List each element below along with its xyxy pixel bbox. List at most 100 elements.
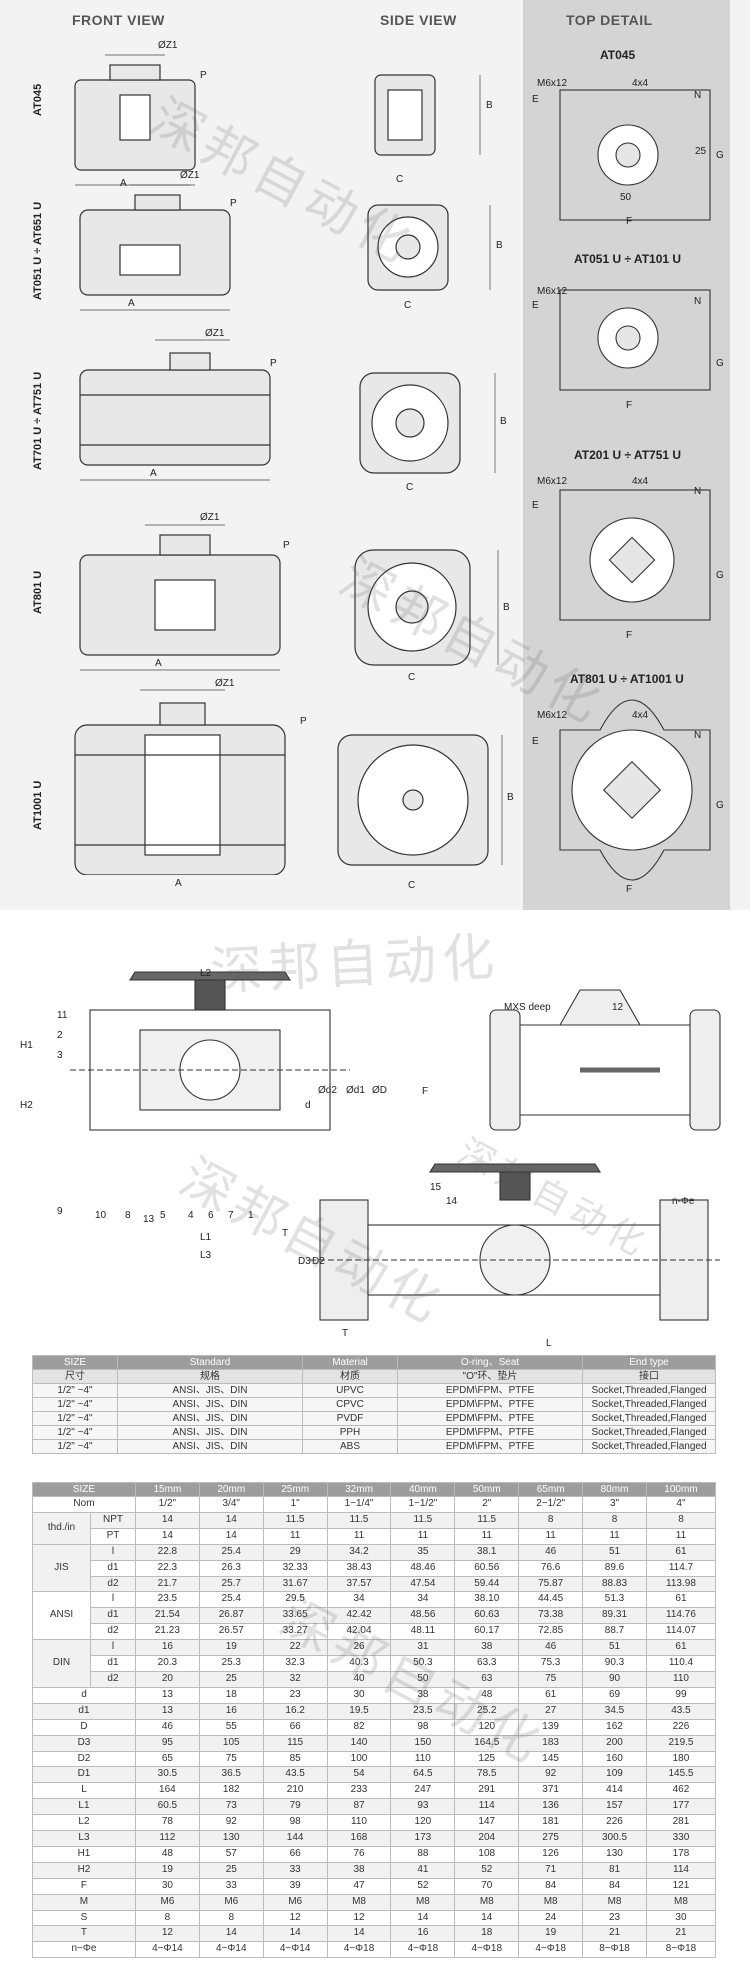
table-cell: 300.5	[582, 1830, 647, 1847]
table-cell: 110	[390, 1750, 456, 1768]
table-cell: 26.87	[198, 1607, 264, 1625]
table-cell: 23.5	[134, 1591, 200, 1609]
table-cell: PPH	[302, 1425, 398, 1440]
callout: 3	[57, 1050, 63, 1061]
table-cell: 73	[198, 1798, 264, 1816]
row-label: L	[32, 1782, 136, 1800]
dim-label: C	[406, 482, 414, 493]
row-label: L1	[32, 1798, 136, 1816]
dim-label: ØZ1	[158, 40, 178, 51]
table-cell: 43.5	[262, 1766, 328, 1784]
col-header: 100mm	[645, 1482, 717, 1497]
table-cell: 177	[645, 1798, 717, 1816]
table-cell: 20.3	[134, 1655, 200, 1672]
col-header: 25mm	[262, 1482, 328, 1497]
table-cell: 4−Φ18	[518, 1941, 584, 1959]
row-group-label: DIN	[32, 1639, 91, 1688]
table-cell: 210	[262, 1782, 328, 1800]
dim-label: E	[532, 500, 539, 511]
table-cell: 88	[390, 1845, 456, 1863]
valve-drawing-sheet: 11 2 3 9 10 8 13 5 4 6 7 1 12 15 14 H1 H…	[0, 910, 750, 1350]
dim-label: ØZ1	[180, 170, 200, 181]
table-cell: 144	[262, 1830, 328, 1847]
table-cell: 98	[262, 1814, 328, 1832]
dim-label: E	[532, 300, 539, 311]
table-cell: 11	[645, 1527, 717, 1545]
dim-label: n-Φe	[672, 1196, 695, 1207]
dim-label: E	[532, 736, 539, 747]
table-cell: 114.07	[645, 1623, 717, 1641]
detail-title: AT051 U ÷ AT101 U	[574, 252, 682, 266]
table-cell: 76.6	[518, 1559, 584, 1577]
dim-label: C	[396, 174, 404, 185]
table-cell: 145.5	[645, 1766, 717, 1784]
table-cell: 18	[198, 1686, 264, 1704]
table-cell: 51	[582, 1543, 647, 1561]
table-cell: 1/2" ~4"	[32, 1411, 118, 1426]
table-cell: 204	[454, 1830, 520, 1847]
table-cell: 180	[645, 1750, 717, 1768]
table-cell: 1/2"	[134, 1496, 200, 1513]
table-cell: 75.87	[518, 1575, 584, 1593]
dim-label: P	[230, 198, 237, 209]
table-cell: 29	[262, 1543, 328, 1561]
table-cell: 162	[582, 1718, 647, 1736]
table-cell: 113.98	[645, 1575, 717, 1593]
table-cell: 84	[518, 1877, 584, 1895]
table-cell: 66	[262, 1718, 328, 1736]
table-cell: 275	[518, 1830, 584, 1847]
table-cell: 38.1	[454, 1543, 520, 1561]
table-cell: M8	[390, 1893, 456, 1911]
dim-label: d	[305, 1100, 311, 1111]
table-cell: 200	[582, 1734, 647, 1752]
table-cell: 462	[645, 1782, 717, 1800]
col-header: O-ring、Seat	[397, 1355, 583, 1370]
table-cell: 19	[198, 1639, 264, 1657]
table-cell: 8	[518, 1511, 584, 1529]
dim-label: A	[175, 878, 182, 889]
callout: 6	[208, 1210, 214, 1221]
watermark: 深邦自动化	[208, 927, 502, 1003]
top-detail-header: TOP DETAIL	[566, 12, 653, 28]
table-cell: 65	[134, 1750, 200, 1768]
table-cell: 33	[198, 1877, 264, 1895]
dim-label: 4x4	[632, 78, 649, 89]
table-cell: 40	[326, 1670, 392, 1688]
table-cell: M6	[198, 1893, 264, 1911]
table-cell: 4−Φ14	[262, 1941, 328, 1959]
col-header-zh: 尺寸	[32, 1369, 118, 1384]
table-cell: 14	[198, 1511, 264, 1529]
table-cell: 59.44	[454, 1575, 520, 1593]
table-cell: 88.83	[582, 1575, 647, 1593]
table-cell: 19.5	[326, 1702, 392, 1720]
dim-label: N	[694, 730, 702, 741]
table-cell: 95	[134, 1734, 200, 1752]
table-cell: 30	[134, 1877, 200, 1895]
col-header: 80mm	[582, 1482, 647, 1497]
table-cell: 46	[518, 1543, 584, 1561]
table-cell: 34.2	[326, 1543, 392, 1561]
table-cell: 89.6	[582, 1559, 647, 1577]
table-cell: UPVC	[302, 1383, 398, 1398]
table-cell: 75	[198, 1750, 264, 1768]
table-cell: 39	[262, 1877, 328, 1895]
table-cell: 19	[134, 1861, 200, 1879]
col-header: 50mm	[454, 1482, 520, 1497]
table-cell: 12	[326, 1909, 392, 1927]
dim-label: H1	[20, 1040, 33, 1051]
row-label: d	[32, 1686, 136, 1704]
dim-label: P	[300, 716, 307, 727]
table-cell: 31	[390, 1639, 456, 1657]
table-cell: 1/2" ~4"	[32, 1397, 118, 1412]
dim-label: A	[128, 298, 135, 309]
table-cell: 330	[645, 1830, 717, 1847]
dim-label: ØD	[372, 1085, 387, 1096]
row-label: M	[32, 1893, 136, 1911]
